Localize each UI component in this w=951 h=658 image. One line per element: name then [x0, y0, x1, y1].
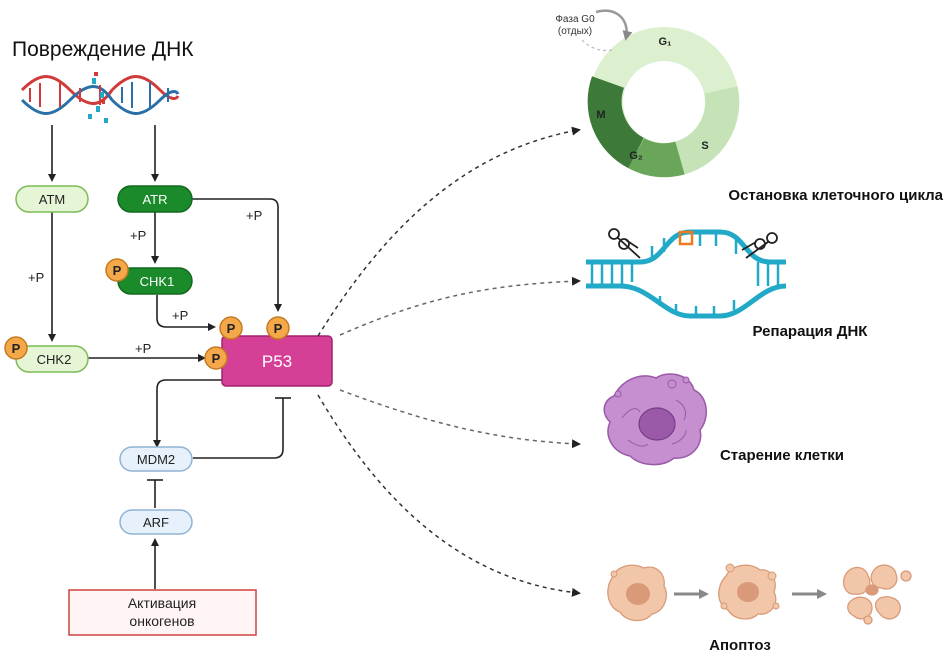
- phospho-badge-p53-3-symbol: P: [212, 351, 221, 366]
- chk1-node: CHK1 P: [105, 258, 193, 295]
- phase-g2-label: G₂: [629, 150, 643, 162]
- cell-cycle-ring: G₁ S G₂ M Фаза G0 (отдых): [555, 9, 740, 178]
- phospho-badge-p53-2-symbol: P: [274, 321, 283, 336]
- oncogene-label-line2: онкогенов: [129, 613, 194, 629]
- oncogene-label-line1: Активация: [128, 595, 196, 611]
- dna-damage-icon: [20, 72, 180, 123]
- outcome-arrows: [317, 126, 581, 597]
- chk2-node: CHK2 P: [4, 336, 89, 373]
- g0-label-line1: Фаза G0: [555, 14, 595, 25]
- phospho-badge-chk2-symbol: P: [12, 341, 21, 356]
- outcome-cycle-arrest: Остановка клеточного цикла: [728, 187, 943, 204]
- dna-repair-icon: [586, 228, 787, 319]
- phospho-badge-p53-1: [219, 316, 243, 340]
- arf-label: ARF: [143, 515, 169, 530]
- outcome-dna-repair: Репарация ДНК: [753, 323, 869, 340]
- apoptosis-cell-3: [842, 564, 912, 625]
- phospho-badge-chk2: [4, 336, 28, 360]
- atr-node: ATR: [117, 185, 193, 213]
- phospho-badge-p53-1-symbol: P: [227, 321, 236, 336]
- apoptosis-icon: [607, 563, 912, 625]
- phase-s-label: S: [701, 140, 708, 152]
- atr-label: ATR: [142, 192, 167, 207]
- outcome-senescence: Старение клетки: [720, 447, 844, 464]
- arf-node: ARF: [119, 509, 193, 535]
- atm-node: ATM: [15, 185, 89, 213]
- apoptosis-cell-1: [607, 564, 667, 622]
- phospho-label-chk2-p53: +P: [135, 341, 151, 356]
- phospho-label-atm-chk2: +P: [28, 270, 44, 285]
- pathway-arrows: [48, 125, 291, 589]
- phospho-badge-chk1: [105, 258, 129, 282]
- phase-m-label: M: [596, 109, 605, 121]
- atm-label: ATM: [39, 192, 65, 207]
- phospho-label-atr-chk1: +P: [130, 228, 146, 243]
- chk2-label: CHK2: [37, 352, 72, 367]
- oncogene-activation-box: Активация онкогенов: [68, 589, 257, 636]
- phospho-label-chk1-p53: +P: [172, 308, 188, 323]
- p53-label: P53: [262, 352, 292, 371]
- phospho-badge-p53-3: [204, 346, 228, 370]
- apoptosis-cell-2: [718, 563, 780, 620]
- phospho-label-atr-p53: +P: [246, 208, 262, 223]
- diagram-title: Повреждение ДНК: [12, 38, 194, 61]
- p53-node: P53 P P P: [204, 316, 333, 387]
- mdm2-node: MDM2: [119, 446, 193, 472]
- chk1-label: CHK1: [140, 274, 175, 289]
- phospho-badge-p53-2: [266, 316, 290, 340]
- scissors-icon-left: [608, 228, 641, 259]
- phospho-badge-chk1-symbol: P: [113, 263, 122, 278]
- g0-label-line2: (отдых): [558, 26, 592, 37]
- mdm2-label: MDM2: [137, 452, 175, 467]
- senescent-cell-icon: [603, 373, 707, 466]
- phase-g1-label: G₁: [658, 36, 672, 48]
- outcome-apoptosis: Апоптоз: [709, 637, 771, 654]
- scissors-icon-right: [741, 232, 778, 259]
